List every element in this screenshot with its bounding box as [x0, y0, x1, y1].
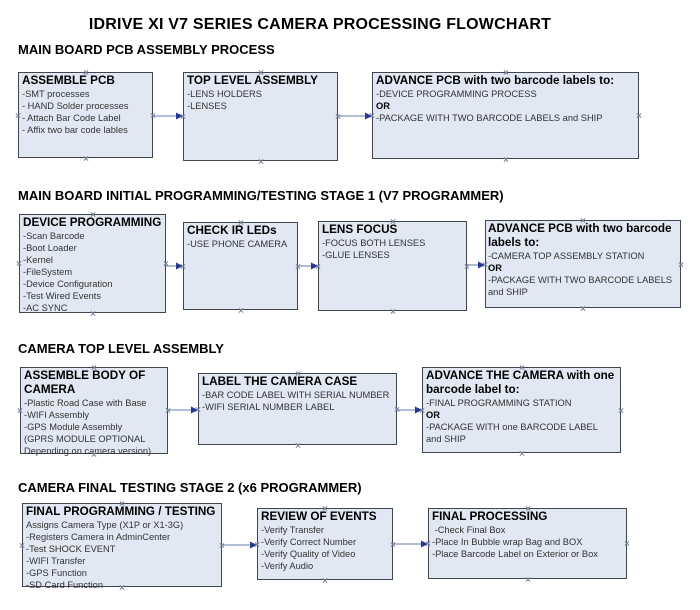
- flow-box-label-camera-case: LABEL THE CAMERA CASE -BAR CODE LABEL WI…: [198, 373, 397, 445]
- box-line: -FINAL PROGRAMMING STATION: [426, 398, 572, 408]
- box-title: ADVANCE THE CAMERA with one barcode labe…: [426, 369, 618, 396]
- box-title: ASSEMBLE PCB: [22, 74, 115, 87]
- box-line: -DEVICE PROGRAMMING PROCESS: [376, 89, 537, 99]
- flow-arrow: [298, 262, 318, 270]
- box-line: -Place In Bubble wrap Bag and BOX: [432, 537, 583, 547]
- flow-box-top-level-assembly: TOP LEVEL ASSEMBLY -LENS HOLDERS -LENSES: [183, 72, 338, 161]
- flowchart-title: IDRIVE XI V7 SERIES CAMERA PROCESSING FL…: [88, 16, 552, 33]
- section-heading-final-testing: CAMERA FINAL TESTING STAGE 2 (x6 PROGRAM…: [18, 480, 362, 495]
- arrowhead-icon: [415, 406, 422, 414]
- arrowhead-icon: [365, 112, 372, 120]
- box-title: FINAL PROGRAMMING / TESTING: [26, 505, 216, 518]
- box-line: -SD Card Function: [26, 580, 103, 590]
- box-line-or: OR: [426, 410, 440, 420]
- box-title: ASSEMBLE BODY OF CAMERA: [24, 369, 149, 396]
- flow-arrow: [338, 112, 372, 120]
- box-line: -LENS HOLDERS: [187, 89, 262, 99]
- box-line: - Attach Bar Code Label: [22, 113, 121, 123]
- flow-arrow: [393, 540, 428, 548]
- box-title: LENS FOCUS: [322, 223, 398, 236]
- box-line: -Test SHOCK EVENT: [26, 544, 116, 554]
- box-line: -GPS Function: [26, 568, 87, 578]
- box-line: -GLUE LENSES: [322, 250, 390, 260]
- arrowhead-icon: [478, 261, 485, 269]
- box-title: DEVICE PROGRAMMING: [23, 216, 162, 229]
- box-line: -Check Final Box: [432, 525, 506, 535]
- box-title: LABEL THE CAMERA CASE: [202, 375, 358, 388]
- box-line: -WIFI SERIAL NUMBER LABEL: [202, 402, 335, 412]
- box-line: - HAND Solder processes: [22, 101, 129, 111]
- section-heading-camera-top-level: CAMERA TOP LEVEL ASSEMBLY: [18, 341, 224, 356]
- box-line: -WIFI Transfer: [26, 556, 86, 566]
- box-line: -FileSystem: [23, 267, 73, 277]
- box-line: -CAMERA TOP ASSEMBLY STATION: [488, 251, 645, 261]
- arrowhead-icon: [176, 262, 183, 270]
- box-line: -Kernel: [23, 255, 53, 265]
- flow-box-assemble-body: ASSEMBLE BODY OF CAMERA -Plastic Road Ca…: [20, 367, 168, 456]
- box-line: -Plastic Road Case with Base: [24, 398, 147, 408]
- box-line: -Verify Transfer: [261, 525, 325, 535]
- flow-box-lens-focus: LENS FOCUS -FOCUS BOTH LENSES -GLUE LENS…: [318, 221, 467, 311]
- box-line: -PACKAGE WITH one BARCODE LABEL: [426, 422, 598, 432]
- flow-arrow: [153, 112, 183, 120]
- box-line: Depending on camera version): [24, 446, 152, 456]
- box-title: TOP LEVEL ASSEMBLY: [187, 74, 318, 87]
- arrowhead-icon: [191, 406, 198, 414]
- box-line: -AC SYNC: [23, 303, 68, 313]
- box-line: -LENSES: [187, 101, 227, 111]
- box-line: -FOCUS BOTH LENSES: [322, 238, 426, 248]
- arrowhead-icon: [176, 112, 183, 120]
- flow-box-assemble-pcb: ASSEMBLE PCB -SMT processes - HAND Solde…: [18, 72, 153, 158]
- box-line: -PACKAGE WITH TWO BARCODE LABELS: [488, 275, 673, 285]
- box-line: -Verify Audio: [261, 561, 314, 571]
- box-line: -Place Barcode Label on Exterior or Box: [432, 549, 598, 559]
- section-heading-pcb-assembly: MAIN BOARD PCB ASSEMBLY PROCESS: [18, 42, 275, 57]
- box-line: (GPRS MODULE OPTIONAL: [24, 434, 146, 444]
- box-line: Assigns Camera Type (X1P or X1-3G): [26, 520, 184, 530]
- flow-box-final-processing: FINAL PROCESSING -Check Final Box -Place…: [428, 508, 627, 579]
- box-line: -USE PHONE CAMERA: [187, 239, 288, 249]
- box-line: -Verify Correct Number: [261, 537, 357, 547]
- box-line: - Affix two bar code lables: [22, 125, 128, 135]
- flow-box-final-programming-testing: FINAL PROGRAMMING / TESTING Assigns Came…: [22, 503, 222, 590]
- box-title: FINAL PROCESSING: [432, 510, 548, 523]
- box-line: -BAR CODE LABEL WITH SERIAL NUMBER: [202, 390, 390, 400]
- box-line: -Registers Camera in AdminCenter: [26, 532, 171, 542]
- box-line: and SHIP: [426, 434, 466, 444]
- box-line: -Boot Loader: [23, 243, 77, 253]
- box-line: -Scan Barcode: [23, 231, 85, 241]
- flow-arrow: [222, 541, 257, 549]
- flow-arrow: [168, 406, 198, 414]
- box-line-or: OR: [488, 263, 502, 273]
- arrowhead-icon: [311, 262, 318, 270]
- flow-box-advance-pcb-stage2: ADVANCE PCB with two barcode labels to: …: [485, 220, 681, 308]
- section-heading-initial-programming: MAIN BOARD INITIAL PROGRAMMING/TESTING S…: [18, 188, 504, 203]
- box-title: REVIEW OF EVENTS: [261, 510, 377, 523]
- box-line: -PACKAGE WITH TWO BARCODE LABELS and SHI…: [376, 113, 603, 123]
- arrowhead-icon: [421, 540, 428, 548]
- box-line: -WIFI Assembly: [24, 410, 90, 420]
- flow-box-device-programming: DEVICE PROGRAMMING -Scan Barcode -Boot L…: [19, 214, 166, 313]
- box-line: and SHIP: [488, 287, 528, 297]
- box-line-or: OR: [376, 101, 390, 111]
- flow-box-advance-camera: ADVANCE THE CAMERA with one barcode labe…: [422, 367, 621, 453]
- flow-box-advance-pcb-stage1: ADVANCE PCB with two barcode labels to: …: [372, 72, 639, 159]
- flow-arrow: [166, 262, 183, 270]
- flow-arrow: [467, 261, 485, 269]
- box-title: ADVANCE PCB with two barcode labels to:: [376, 74, 615, 87]
- box-line: -Verify Quality of Video: [261, 549, 356, 559]
- flow-arrow: [397, 406, 422, 414]
- flow-box-review-of-events: REVIEW OF EVENTS -Verify Transfer -Verif…: [257, 508, 393, 580]
- arrowhead-icon: [250, 541, 257, 549]
- box-line: -Test Wired Events: [23, 291, 102, 301]
- box-line: -Device Configuration: [23, 279, 113, 289]
- box-title: CHECK IR LEDs: [187, 224, 277, 237]
- box-line: -SMT processes: [22, 89, 90, 99]
- flow-box-check-ir-leds: CHECK IR LEDs -USE PHONE CAMERA: [183, 222, 298, 310]
- box-line: -GPS Module Assembly: [24, 422, 123, 432]
- box-title: ADVANCE PCB with two barcode labels to:: [488, 222, 675, 249]
